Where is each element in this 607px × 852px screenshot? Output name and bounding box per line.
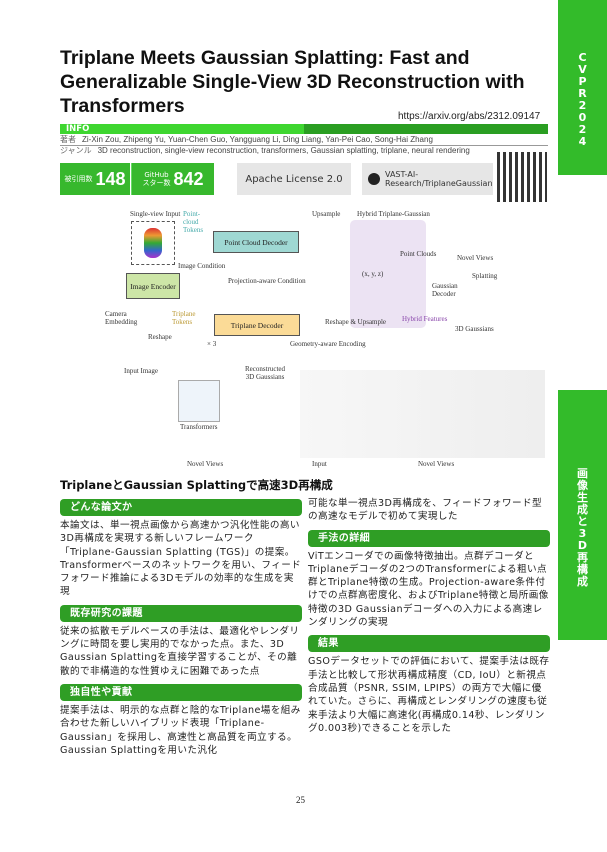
fig-label: Projection-aware Condition xyxy=(228,277,306,285)
fig-label: Input Image xyxy=(124,367,159,375)
section-heading: 独自性や貢献 xyxy=(60,683,302,701)
triplane-decoder-box: Triplane Decoder xyxy=(214,314,300,336)
category-tab: 画像生成と3D再構成 xyxy=(558,390,607,640)
genre-label: ジャンル xyxy=(60,146,92,155)
fig-label: Novel Views xyxy=(418,460,455,468)
fig-label: Triplane Tokens xyxy=(172,310,196,326)
point-cloud-decoder-box: Point Cloud Decoder xyxy=(213,231,299,253)
fig-label: Reconstructed 3D Gaussians xyxy=(244,365,286,381)
section-body: 従来の拡散モデルベースの手法は、最適化やレンダリングに時間を要し実用的でなかった… xyxy=(60,625,300,677)
image-encoder-box: Image Encoder xyxy=(126,273,180,299)
authors: Zi-Xin Zou, Zhipeng Yu, Yuan-Chen Guo, Y… xyxy=(82,135,433,144)
right-column: 可能な単一視点3D再構成を、フィードフォワード型の高速なモデルで初めて実現した … xyxy=(308,497,550,741)
page-number: 25 xyxy=(296,795,305,805)
section-body: 本論文は、単一視点画像から高速かつ汎化性能の高い3D再構成を実現する新しいフレー… xyxy=(60,520,302,598)
fig-label: Point-cloud Tokens xyxy=(183,210,204,234)
citations-count: 148 xyxy=(95,168,126,189)
fig-label: Transformers xyxy=(180,423,218,431)
fig-label: × 3 xyxy=(207,340,217,348)
arxiv-link[interactable]: https://arxiv.org/abs/2312.09147 xyxy=(398,111,541,122)
section-heading: 既存研究の課題 xyxy=(60,604,302,622)
fig-label: 3D Gaussians xyxy=(455,325,494,333)
qr-code[interactable] xyxy=(497,152,547,202)
hybrid-region xyxy=(350,220,426,328)
transformers-box xyxy=(178,380,220,422)
fig-label: Hybrid Triplane-Gaussian xyxy=(357,210,430,218)
fig-label: Reshape xyxy=(148,333,172,341)
section-heading: 結果 xyxy=(308,635,550,653)
fig-label: Image Condition xyxy=(178,262,226,270)
section-title: TriplaneとGaussian Splattingで高速3D再構成 xyxy=(60,478,333,492)
stars-count: 842 xyxy=(173,168,204,189)
page-title: Triplane Meets Gaussian Splatting: Fast … xyxy=(60,47,525,117)
section-heading: 手法の詳細 xyxy=(308,529,550,547)
fig-label: Novel Views xyxy=(457,254,494,262)
fig-label: Hybrid Features xyxy=(402,315,448,323)
fig-label: Camera Embedding xyxy=(105,310,138,326)
section-body: 可能な単一視点3D再構成を、フィードフォワード型の高速なモデルで初めて実現した xyxy=(308,498,542,523)
fig-label: Geometry-aware Encoding xyxy=(290,340,366,348)
section-heading: どんな論文か xyxy=(60,499,302,516)
fig-label: (x, y, z) xyxy=(362,270,384,278)
fig-label: Reshape & Upsample xyxy=(325,318,387,326)
fig-label: Single-view Input xyxy=(130,210,181,218)
license-badge: Apache License 2.0 xyxy=(237,163,351,195)
results-images xyxy=(300,370,545,458)
fig-label: Gaussian Decoder xyxy=(432,282,458,298)
fig-label: Point Clouds xyxy=(400,250,437,258)
citations-label: 被引用数 xyxy=(64,175,93,183)
authors-row: 著者 Zi-Xin Zou, Zhipeng Yu, Yuan-Chen Guo,… xyxy=(60,134,548,146)
conference-label: CVPR2024 xyxy=(578,51,587,148)
fig-label: Input xyxy=(312,460,327,468)
section-body: ViTエンコーダでの画像特徴抽出。点群デコーダとTriplaneデコーダの2つの… xyxy=(308,550,549,629)
stars-label: GitHub xyxy=(144,171,169,179)
repo-link[interactable]: VAST-AI-Research/TriplaneGaussian xyxy=(362,163,493,195)
authors-label: 著者 xyxy=(60,135,76,144)
left-column: どんな論文か 本論文は、単一視点画像から高速かつ汎化性能の高い3D再構成を実現す… xyxy=(60,495,302,763)
fig-label: Novel Views xyxy=(187,460,224,468)
fig-label: Splatting xyxy=(472,272,498,280)
section-body: 提案手法は、明示的な点群と陰的なTriplane場を組み合わせた新しいハイブリッ… xyxy=(60,704,301,756)
github-icon xyxy=(368,173,380,185)
info-bar: INFO xyxy=(60,124,548,134)
stars-label-2: スター数 xyxy=(142,179,171,187)
genre: 3D reconstruction, single-view reconstru… xyxy=(97,146,470,155)
repo-name: VAST-AI-Research/TriplaneGaussian xyxy=(385,170,493,188)
section-body: GSOデータセットでの評価において、提案手法は既存手法と比較して形状再構成精度（… xyxy=(308,656,550,734)
category-label: 画像生成と3D再構成 xyxy=(577,467,588,588)
fig-label: Upsample xyxy=(312,210,341,218)
genre-row: ジャンル 3D reconstruction, single-view recon… xyxy=(60,145,470,156)
conference-tab: CVPR2024 xyxy=(558,0,607,175)
input-image-icon xyxy=(131,221,175,265)
